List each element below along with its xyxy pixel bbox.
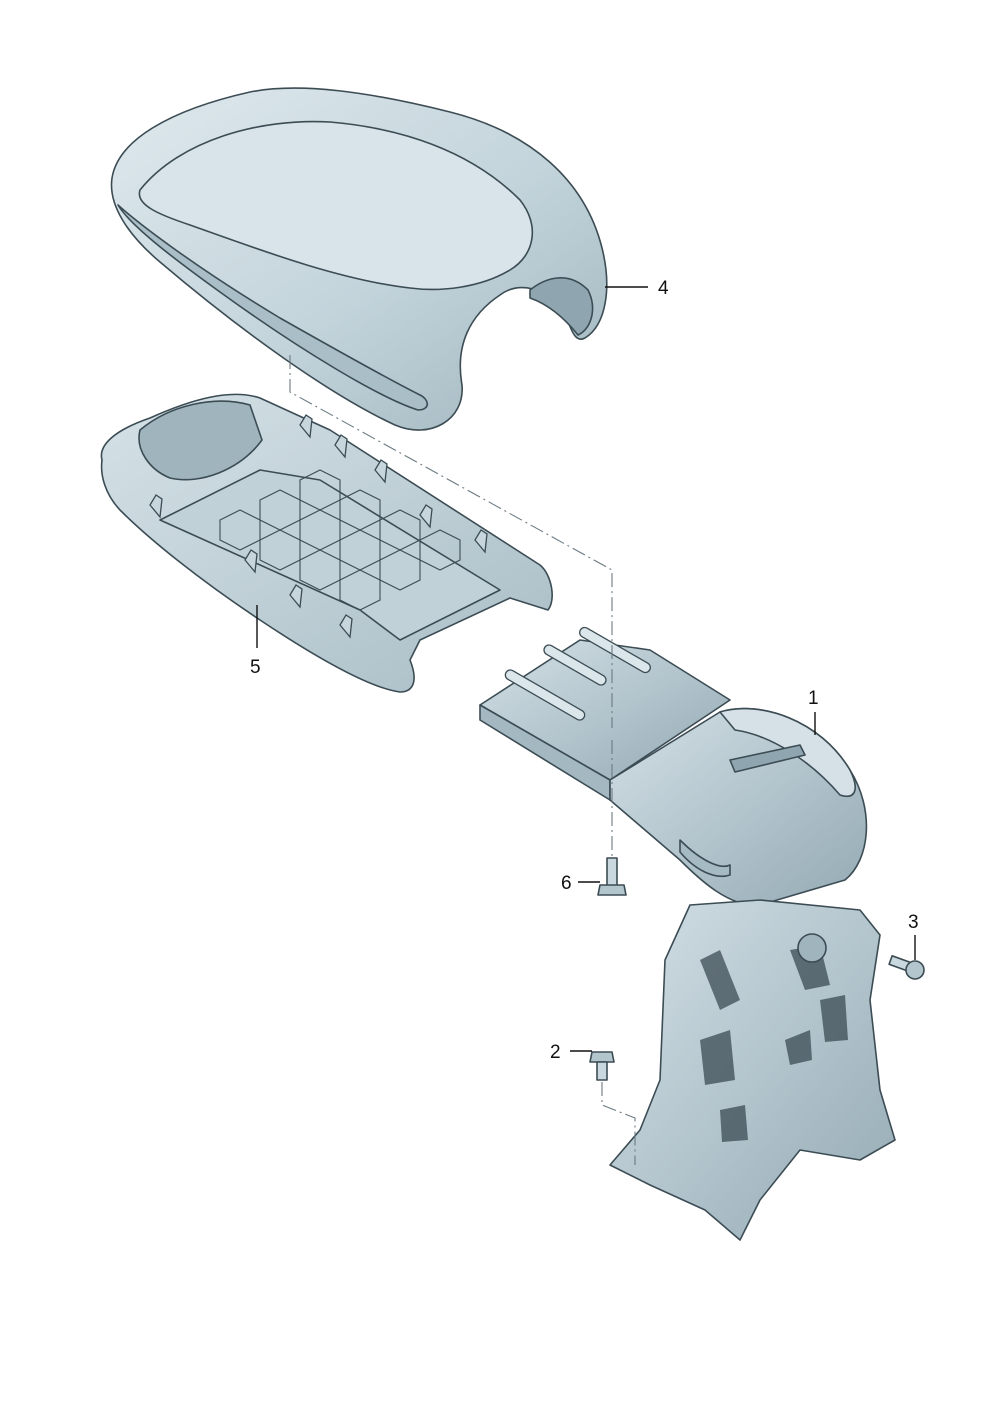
callout-3: 3 xyxy=(908,912,919,933)
honeycomb-pattern xyxy=(219,469,461,611)
screw-3-part xyxy=(888,954,925,980)
armrest-housing-part xyxy=(479,626,896,1241)
callout-4: 4 xyxy=(658,278,669,299)
callout-6: 6 xyxy=(561,873,572,894)
callout-1: 1 xyxy=(808,688,819,709)
callout-5: 5 xyxy=(250,657,261,678)
callout-2: 2 xyxy=(550,1042,561,1063)
assembly-centerline-screw-2 xyxy=(601,1082,636,1165)
inner-tray-part xyxy=(100,393,553,693)
armrest-cover-part xyxy=(110,87,608,431)
screw-2-part xyxy=(589,1051,615,1081)
assembly-centerline-cover xyxy=(289,355,613,728)
screw-6-part xyxy=(597,857,627,896)
